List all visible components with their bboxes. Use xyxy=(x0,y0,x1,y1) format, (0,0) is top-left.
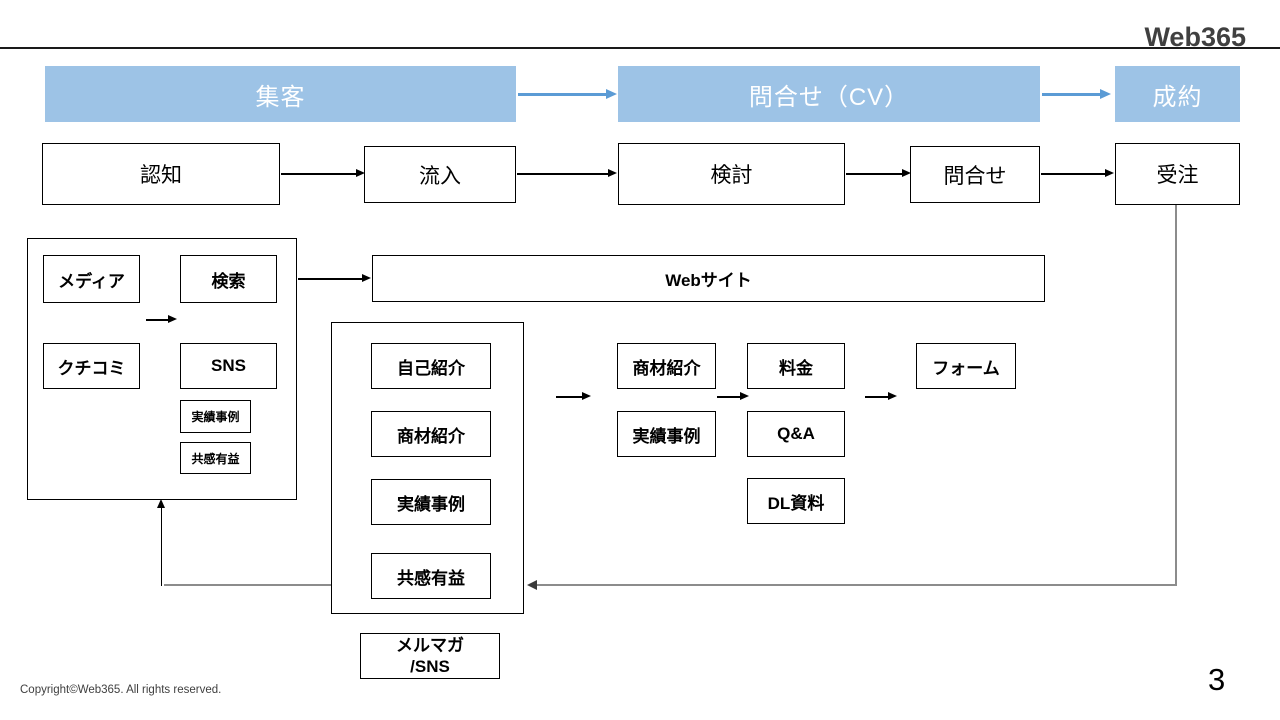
site-contents-group-box xyxy=(331,322,524,614)
site-content-case-studies-box: 実績事例 xyxy=(371,479,491,525)
site-content-self-intro-box: 自己紹介 xyxy=(371,343,491,389)
arrowhead-right-icon xyxy=(168,315,177,324)
consideration-product-intro-box: 商材紹介 xyxy=(617,343,716,389)
stage-close: 成約 xyxy=(1115,66,1240,122)
arrowhead-right-icon xyxy=(606,88,617,99)
arrowhead-right-icon xyxy=(362,274,371,283)
connector-sources-internal xyxy=(146,319,168,321)
funnel-awareness-box: 認知 xyxy=(42,143,280,205)
source-word-of-mouth-box: クチコミ xyxy=(43,343,140,389)
connector-consideration-to-decision xyxy=(717,396,740,398)
newsletter-line1: メルマガ xyxy=(396,635,464,655)
connector-sources-to-website xyxy=(298,278,362,280)
arrowhead-right-icon xyxy=(1100,88,1111,99)
connector-inquiry-to-close xyxy=(1042,93,1100,96)
arrowhead-right-icon xyxy=(1105,169,1114,178)
connector-contents-return-vertical xyxy=(160,507,162,586)
arrowhead-right-icon xyxy=(582,392,591,401)
connector-order-return-vertical xyxy=(1175,205,1177,586)
consideration-case-studies-box: 実績事例 xyxy=(617,411,716,457)
funnel-contact-box: 問合せ xyxy=(910,146,1040,203)
connector-order-return-horizontal xyxy=(537,584,1177,586)
arrowhead-right-icon xyxy=(740,392,749,401)
decision-download-box: DL資料 xyxy=(747,478,845,524)
source-sns-box: SNS xyxy=(180,343,277,389)
connector-contents-to-consideration xyxy=(556,396,582,398)
arrowhead-right-icon xyxy=(608,169,617,178)
decision-pricing-box: 料金 xyxy=(747,343,845,389)
connector-awareness-to-inflow xyxy=(281,173,356,175)
connector-decision-to-form xyxy=(865,396,888,398)
website-box: Webサイト xyxy=(372,255,1045,302)
arrowhead-left-icon xyxy=(527,580,537,590)
connector-inflow-to-consideration xyxy=(517,173,608,175)
arrowhead-right-icon xyxy=(902,169,911,178)
copyright-text: Copyright©Web365. All rights reserved. xyxy=(20,684,222,696)
connector-contact-to-order xyxy=(1041,173,1105,175)
source-empathy-box: 共感有益 xyxy=(180,442,251,474)
connector-consideration-to-contact xyxy=(846,173,902,175)
header-divider xyxy=(0,47,1280,49)
newsletter-line2: /SNS xyxy=(410,657,450,676)
source-search-box: 検索 xyxy=(180,255,277,303)
site-content-empathy-box: 共感有益 xyxy=(371,553,491,599)
site-content-product-intro-box: 商材紹介 xyxy=(371,411,491,457)
page-number: 3 xyxy=(1208,662,1226,697)
arrowhead-right-icon xyxy=(356,169,365,178)
source-media-box: メディア xyxy=(43,255,140,303)
arrowhead-right-icon xyxy=(888,392,897,401)
source-case-studies-box: 実績事例 xyxy=(180,400,251,433)
funnel-inflow-box: 流入 xyxy=(364,146,516,203)
connector-attract-to-inquiry xyxy=(518,93,606,96)
funnel-consideration-box: 検討 xyxy=(618,143,845,205)
decision-qa-box: Q&A xyxy=(747,411,845,457)
arrowhead-up-icon xyxy=(157,499,165,508)
connector-contents-return-horizontal xyxy=(164,584,331,586)
stage-attract: 集客 xyxy=(45,66,516,122)
newsletter-box: メルマガ /SNS xyxy=(360,633,500,679)
form-box: フォーム xyxy=(916,343,1016,389)
funnel-order-box: 受注 xyxy=(1115,143,1240,205)
stage-inquiry-cv: 問合せ（CV） xyxy=(618,66,1040,122)
